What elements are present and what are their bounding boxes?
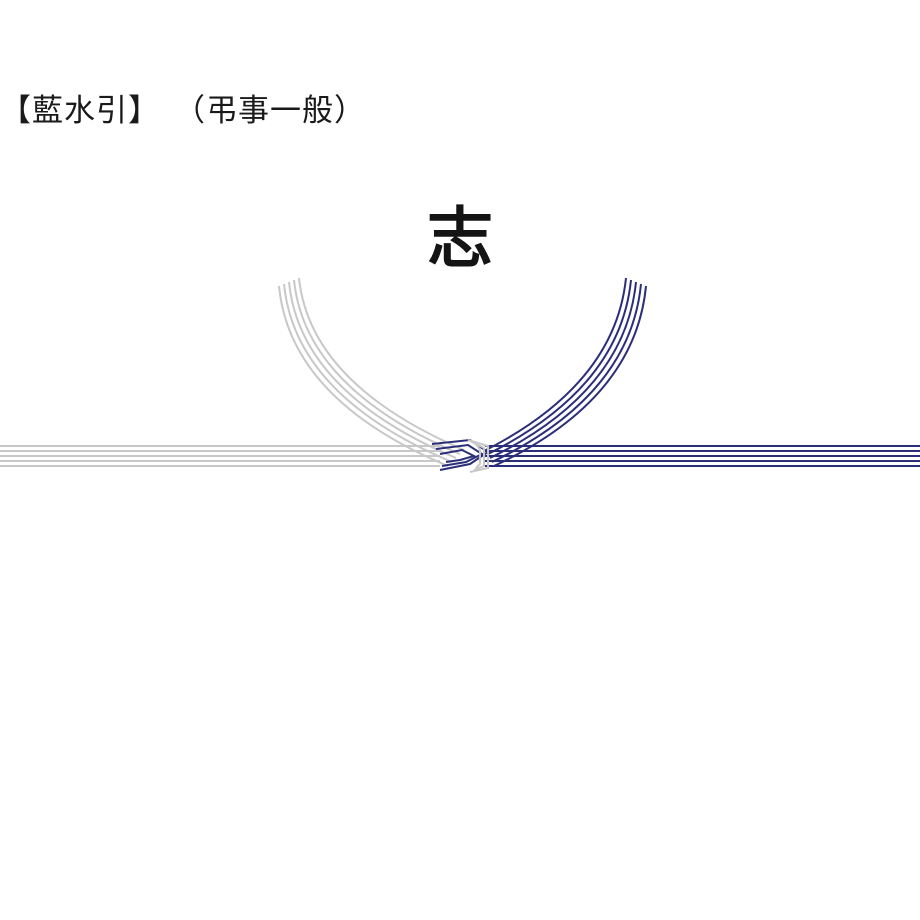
right-cord-horizontal (485, 445, 920, 467)
left-cord-horizontal (0, 445, 440, 467)
mizuhiki-type-label: 【藍水引】 (0, 93, 160, 129)
usage-label: （弔事一般） (174, 93, 366, 129)
right-cord-loop (485, 277, 647, 467)
left-cord-loop (278, 277, 465, 467)
mizuhiki-knot (431, 438, 490, 473)
envelope-type-caption: 【藍水引】 （弔事一般） (0, 91, 366, 131)
omotegaki-inscription: 志 (427, 199, 493, 277)
